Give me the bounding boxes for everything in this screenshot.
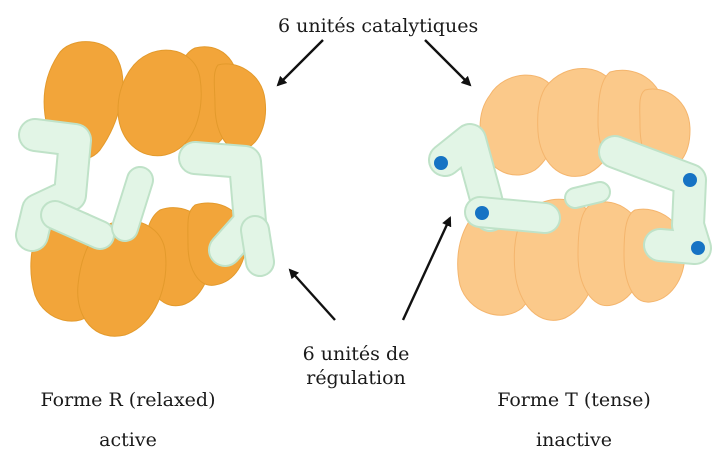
arrow-regulation-to-form-t [403, 218, 450, 320]
arrow-catalytic-to-form-r [278, 40, 323, 85]
arrow-catalytic-to-form-t [425, 40, 470, 85]
form-t-enzyme [434, 69, 705, 321]
form-r-state: active [28, 428, 228, 450]
form-r-name: Forme R (relaxed) [28, 388, 228, 412]
binding-site-dot [475, 206, 489, 220]
form-t-name: Forme T (tense) [474, 388, 674, 412]
annotation-arrows [278, 40, 470, 320]
binding-site-dot [691, 241, 705, 255]
catalytic-units-label: 6 unités catalytiques [278, 14, 478, 38]
arrow-regulation-to-form-r [290, 270, 335, 320]
regulation-label-line2: régulation [296, 366, 416, 390]
binding-site-dot [683, 173, 697, 187]
binding-site-dot [434, 156, 448, 170]
form-t-state: inactive [474, 428, 674, 450]
regulation-units-label: 6 unités de régulation [296, 342, 416, 390]
regulation-label-line1: 6 unités de [296, 342, 416, 366]
form-r-enzyme [31, 42, 266, 337]
